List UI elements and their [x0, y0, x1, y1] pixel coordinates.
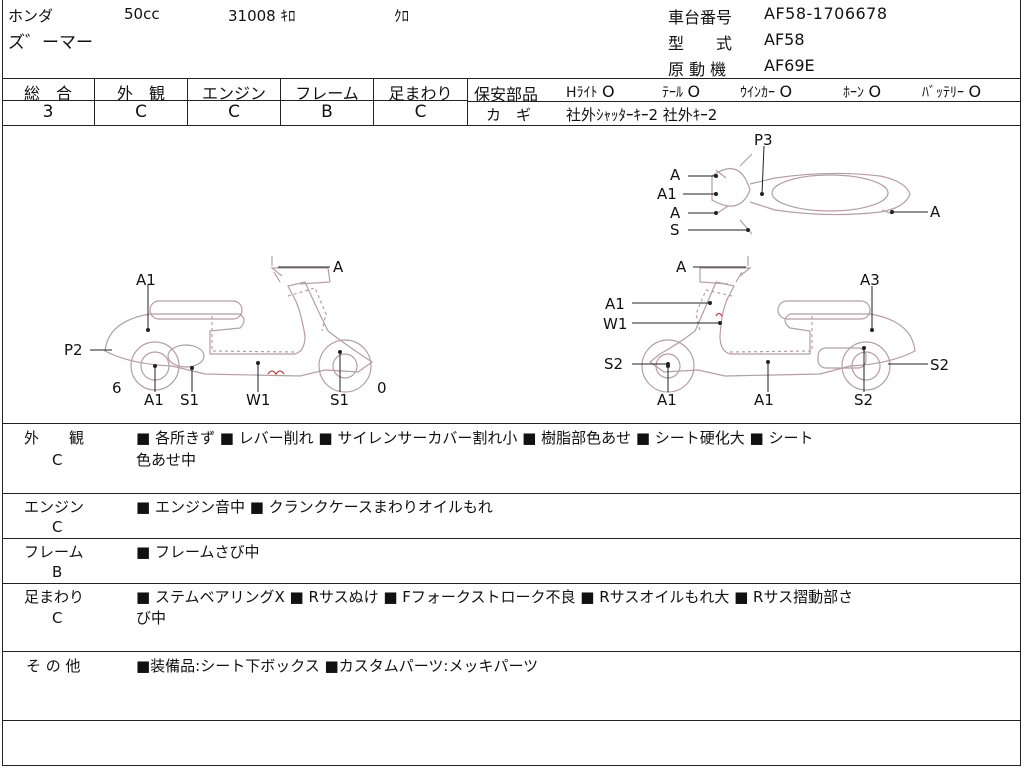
detail-exterior-line-1: ■ 各所きず ■ レバー削れ ■ サイレンサーカバー割れ小 ■ 樹脂部色あせ ■…: [136, 429, 814, 447]
detail-frame-line-1: ■ フレームさび中: [136, 543, 260, 561]
label-right-a1-bottom-mid: A1: [754, 391, 774, 409]
label-left-zero: 0: [377, 379, 387, 397]
type-value: AF58: [764, 30, 805, 49]
grade-sep-3: [280, 78, 281, 125]
grade-frame-value: B: [321, 102, 333, 122]
type-label: 型 式: [668, 34, 733, 53]
safety-divider: [468, 101, 1021, 102]
detail-line-1: [2, 493, 1021, 494]
label-right-a1-bottom-left: A1: [657, 391, 677, 409]
label-right-a-top: A: [676, 258, 687, 276]
damage-mark-left: [267, 370, 285, 376]
grade-divider: [2, 100, 468, 101]
safety-horn: ﾎｰﾝ O: [843, 82, 882, 101]
safety-tail: ﾃｰﾙ O: [662, 82, 701, 101]
safety-headlight: Hﾗｲﾄ O: [566, 82, 615, 101]
detail-other-line-1: ■装備品:シート下ボックス ■カスタムパーツ:メッキパーツ: [136, 657, 539, 675]
leader-lines: [90, 145, 928, 392]
grade-sep-4: [373, 78, 374, 125]
key-label: カ ギ: [486, 106, 532, 124]
grade-exterior-value: C: [135, 102, 147, 122]
label-top-s: S: [670, 221, 680, 239]
detail-engine-grade: C: [52, 518, 63, 536]
frame-no-label: 車台番号: [668, 8, 733, 27]
detail-exterior-label: 外 観: [24, 429, 85, 447]
detail-suspension-line-2: び中: [136, 609, 167, 627]
grade-overall-label: 総 合: [23, 84, 72, 103]
label-right-a3: A3: [860, 271, 880, 289]
label-left-p2: P2: [64, 341, 83, 359]
detail-suspension-label: 足まわり: [24, 588, 85, 606]
grade-overall-value: 3: [42, 102, 54, 122]
grade-suspension-label: 足まわり: [388, 84, 453, 103]
label-right-a1-mid: A1: [605, 295, 625, 313]
header-divider: [2, 78, 1021, 79]
label-top-a-right: A: [930, 203, 941, 221]
grade-sep-2: [187, 78, 188, 125]
grade-exterior-label: 外 観: [116, 84, 165, 103]
label-left-a1-bottom: A1: [144, 391, 164, 409]
label-left-a-top: A: [333, 258, 344, 276]
detail-frame-grade: B: [52, 563, 63, 581]
label-top-a-2: A: [670, 204, 681, 222]
diagram-bottom-line: [2, 423, 1021, 424]
grade-sep-1: [94, 78, 95, 125]
label-right-s2-right: S2: [930, 356, 949, 374]
maker: ホンダ: [8, 7, 54, 25]
detail-suspension-grade: C: [52, 609, 63, 627]
model-name: ズ゛ーマー: [8, 33, 93, 53]
detail-exterior-line-2: 色あせ中: [136, 451, 197, 469]
safety-label: 保安部品: [474, 85, 539, 104]
frame-no: AF58-1706678: [764, 4, 888, 23]
label-top-a1: A1: [657, 185, 677, 203]
label-right-w1: W1: [603, 315, 627, 333]
safety-battery: ﾊﾞｯﾃﾘｰ O: [922, 82, 982, 101]
detail-frame-label: フレーム: [24, 543, 84, 561]
label-left-s1: S1: [180, 391, 199, 409]
detail-engine-label: エンジン: [24, 498, 85, 516]
scooter-top-view: [711, 153, 911, 235]
engine-label: 原 動 機: [668, 60, 727, 79]
scooter-diagram: P3 A A1 A S A A A1 P2 6 A1 S1 W1 S1 0 A …: [64, 131, 949, 409]
grade-suspension-value: C: [414, 102, 427, 122]
detail-line-4: [2, 651, 1021, 652]
mileage: 31008 ｷﾛ: [228, 7, 296, 25]
damage-mark-right: [715, 312, 723, 317]
leader-dots: [146, 174, 894, 370]
label-right-s2-bottom: S2: [854, 391, 873, 409]
grade-bottom-line: [2, 125, 1021, 126]
label-left-six: 6: [112, 379, 122, 397]
color: ｸﾛ: [394, 7, 410, 25]
label-top-p3: P3: [754, 131, 773, 149]
key-value: 社外ｼｬｯﾀｰｷｰ2 社外ｷｰ2: [566, 106, 718, 124]
label-left-a1-top: A1: [136, 271, 156, 289]
detail-line-3: [2, 583, 1021, 584]
detail-other-label: そ の 他: [26, 657, 81, 675]
label-top-a: A: [670, 166, 681, 184]
grade-engine-label: エンジン: [201, 84, 266, 103]
displacement: 50cc: [124, 5, 160, 23]
engine-value: AF69E: [764, 56, 815, 75]
label-left-w1: W1: [246, 391, 270, 409]
detail-line-2: [2, 538, 1021, 539]
grade-sep-5: [467, 78, 468, 125]
grade-frame-label: フレーム: [295, 84, 359, 103]
detail-line-5: [2, 720, 1021, 721]
grade-engine-value: C: [228, 102, 240, 122]
safety-winker: ｳｲﾝｶｰ O: [740, 82, 793, 101]
detail-engine-line-1: ■ エンジン音中 ■ クランクケースまわりオイルもれ: [136, 498, 493, 516]
detail-exterior-grade: C: [52, 451, 63, 469]
label-right-s2-left: S2: [604, 355, 623, 373]
detail-suspension-line-1: ■ ステムベアリングX ■ Rサスぬけ ■ Fフォークストローク不良 ■ Rサス…: [136, 588, 854, 606]
label-left-s1-right: S1: [330, 391, 349, 409]
